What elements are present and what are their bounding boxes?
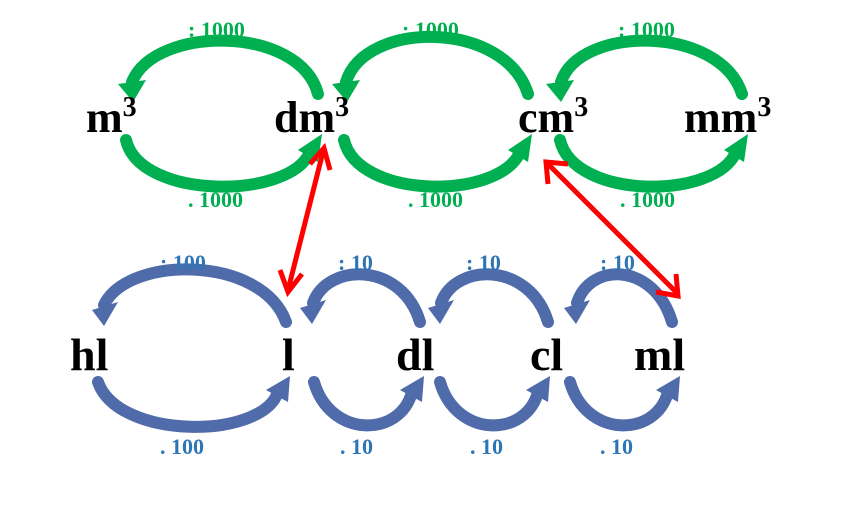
label-multiply-100: . 100 xyxy=(160,434,204,459)
label-multiply-1000-1: . 1000 xyxy=(188,187,243,212)
blue-arrow-bottom-4 xyxy=(564,376,680,432)
green-arrow-bottom-3 xyxy=(554,134,748,193)
blue-arrow-bottom-1 xyxy=(92,376,290,433)
unit-mm3: mm3 xyxy=(684,92,771,142)
unit-l: l xyxy=(282,329,295,380)
label-divide-1000-3: : 1000 xyxy=(618,17,675,42)
label-divide-10-2: : 10 xyxy=(466,250,501,275)
label-multiply-10-3: . 10 xyxy=(600,434,633,459)
label-multiply-10-2: . 10 xyxy=(470,434,503,459)
label-divide-1000-2: : 1000 xyxy=(402,17,459,42)
unit-ml: ml xyxy=(634,329,685,380)
green-arrow-top-1 xyxy=(118,34,324,102)
label-divide-100: : 100 xyxy=(160,250,206,275)
unit-m3: m3 xyxy=(86,92,137,142)
blue-arrow-top-3 xyxy=(428,268,554,328)
unit-hl: hl xyxy=(70,329,108,380)
label-multiply-1000-3: . 1000 xyxy=(620,187,675,212)
blue-arrow-bottom-2 xyxy=(308,376,424,432)
blue-arrow-top-2 xyxy=(300,268,426,328)
label-multiply-1000-2: . 1000 xyxy=(408,187,463,212)
blue-arrow-bottom-3 xyxy=(434,376,550,432)
label-divide-1000-1: : 1000 xyxy=(188,17,245,42)
label-multiply-10-1: . 10 xyxy=(340,434,373,459)
blue-arrow-top-4 xyxy=(564,268,678,328)
unit-cl: cl xyxy=(530,329,563,380)
red-link-cm3-ml xyxy=(543,159,681,300)
label-divide-10-1: : 10 xyxy=(338,250,373,275)
green-arrow-top-2 xyxy=(332,30,534,102)
unit-dm3: dm3 xyxy=(274,92,349,142)
unit-cm3: cm3 xyxy=(518,92,588,142)
green-arrow-bottom-2 xyxy=(338,134,532,193)
blue-arrow-top-1 xyxy=(92,263,292,328)
red-link-dm3-l xyxy=(277,142,333,298)
label-divide-10-3: : 10 xyxy=(600,250,635,275)
unit-dl: dl xyxy=(396,329,434,380)
green-arrow-top-3 xyxy=(546,34,748,102)
